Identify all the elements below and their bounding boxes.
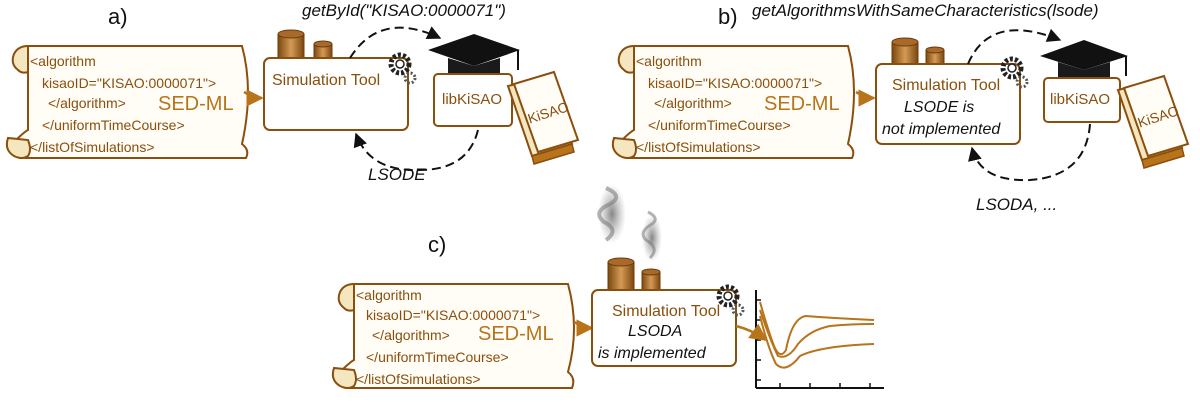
lib-label: libKiSAO xyxy=(442,91,502,108)
xml-line: </uniformTimeCourse> xyxy=(648,117,791,133)
xml-line: </listOfSimulations> xyxy=(30,139,155,155)
xml-line: </algorithm> xyxy=(48,95,126,111)
simulation-tool-box xyxy=(263,57,409,131)
call-arrow xyxy=(349,26,442,59)
scroll-icon xyxy=(331,283,575,389)
tool-status: is implemented xyxy=(598,345,707,362)
sedml-label: SED-ML xyxy=(158,93,234,115)
book-icon xyxy=(1116,74,1190,169)
panel-a-label: a) xyxy=(108,4,128,29)
factory-chimney-icon xyxy=(891,37,945,67)
tool-title: Simulation Tool xyxy=(612,303,720,320)
smoke-icon xyxy=(597,184,662,262)
xml-line: <algorithm xyxy=(636,53,702,69)
panel-b-label: b) xyxy=(718,4,738,29)
arrow-icon xyxy=(735,323,768,342)
tool-status: not implemented xyxy=(882,121,1001,138)
xml-line: </algorithm> xyxy=(654,95,732,111)
simulation-tool-box xyxy=(875,63,1021,145)
panel-a-call: getById("KISAO:0000071") xyxy=(302,1,506,20)
tool-title: Simulation Tool xyxy=(272,72,380,89)
xml-line: <algorithm xyxy=(356,287,422,303)
gear-icon xyxy=(1000,56,1029,89)
graduation-cap-icon xyxy=(428,34,520,78)
sedml-label: SED-ML xyxy=(478,323,554,345)
tool-title: Simulation Tool xyxy=(892,77,1000,94)
xml-line: kisaoID="KISAO:0000071"> xyxy=(366,307,540,323)
arrow-icon xyxy=(855,89,876,107)
panel-b: b) getAlgorithmsWithSameCharacteristics(… xyxy=(611,1,1190,214)
libkisao-box xyxy=(1043,77,1121,123)
xml-line: </algorithm> xyxy=(372,327,450,343)
arrow-icon xyxy=(573,319,594,337)
return-value: LSODE xyxy=(368,165,426,184)
tool-status: LSODA xyxy=(628,323,682,340)
xml-line: kisaoID="KISAO:0000071"> xyxy=(42,75,216,91)
factory-chimney-icon xyxy=(277,29,333,61)
return-arrow xyxy=(968,123,1091,182)
return-arrow xyxy=(353,129,479,172)
book-icon xyxy=(506,70,580,165)
xml-line: </listOfSimulations> xyxy=(636,139,761,155)
plot-icon xyxy=(755,290,884,389)
sedml-label: SED-ML xyxy=(764,93,840,115)
xml-line: kisaoID="KISAO:0000071"> xyxy=(648,75,822,91)
scroll-icon xyxy=(611,45,855,159)
panel-c-label: c) xyxy=(428,232,446,257)
return-value: LSODA, ... xyxy=(976,195,1057,214)
panel-c: c) <algorithm kisaoID="KISAO:0000071"> <… xyxy=(331,184,884,389)
arrow-icon xyxy=(243,89,264,107)
lib-label: libKiSAO xyxy=(1050,91,1110,108)
factory-chimney-icon xyxy=(607,257,661,291)
xml-line: </uniformTimeCourse> xyxy=(42,117,185,133)
xml-line: </uniformTimeCourse> xyxy=(366,349,509,365)
simulation-tool-box xyxy=(591,289,737,367)
call-arrow xyxy=(967,28,1062,65)
gear-icon xyxy=(388,52,417,85)
panel-b-call: getAlgorithmsWithSameCharacteristics(lso… xyxy=(752,1,1099,20)
tool-status: LSODE is xyxy=(904,99,974,116)
panel-a: a) getById("KISAO:0000071") <algorithm k… xyxy=(5,1,580,184)
xml-line: </listOfSimulations> xyxy=(356,371,481,387)
gear-icon xyxy=(716,284,745,317)
graduation-cap-icon xyxy=(1040,40,1128,82)
xml-line: <algorithm xyxy=(30,53,96,69)
